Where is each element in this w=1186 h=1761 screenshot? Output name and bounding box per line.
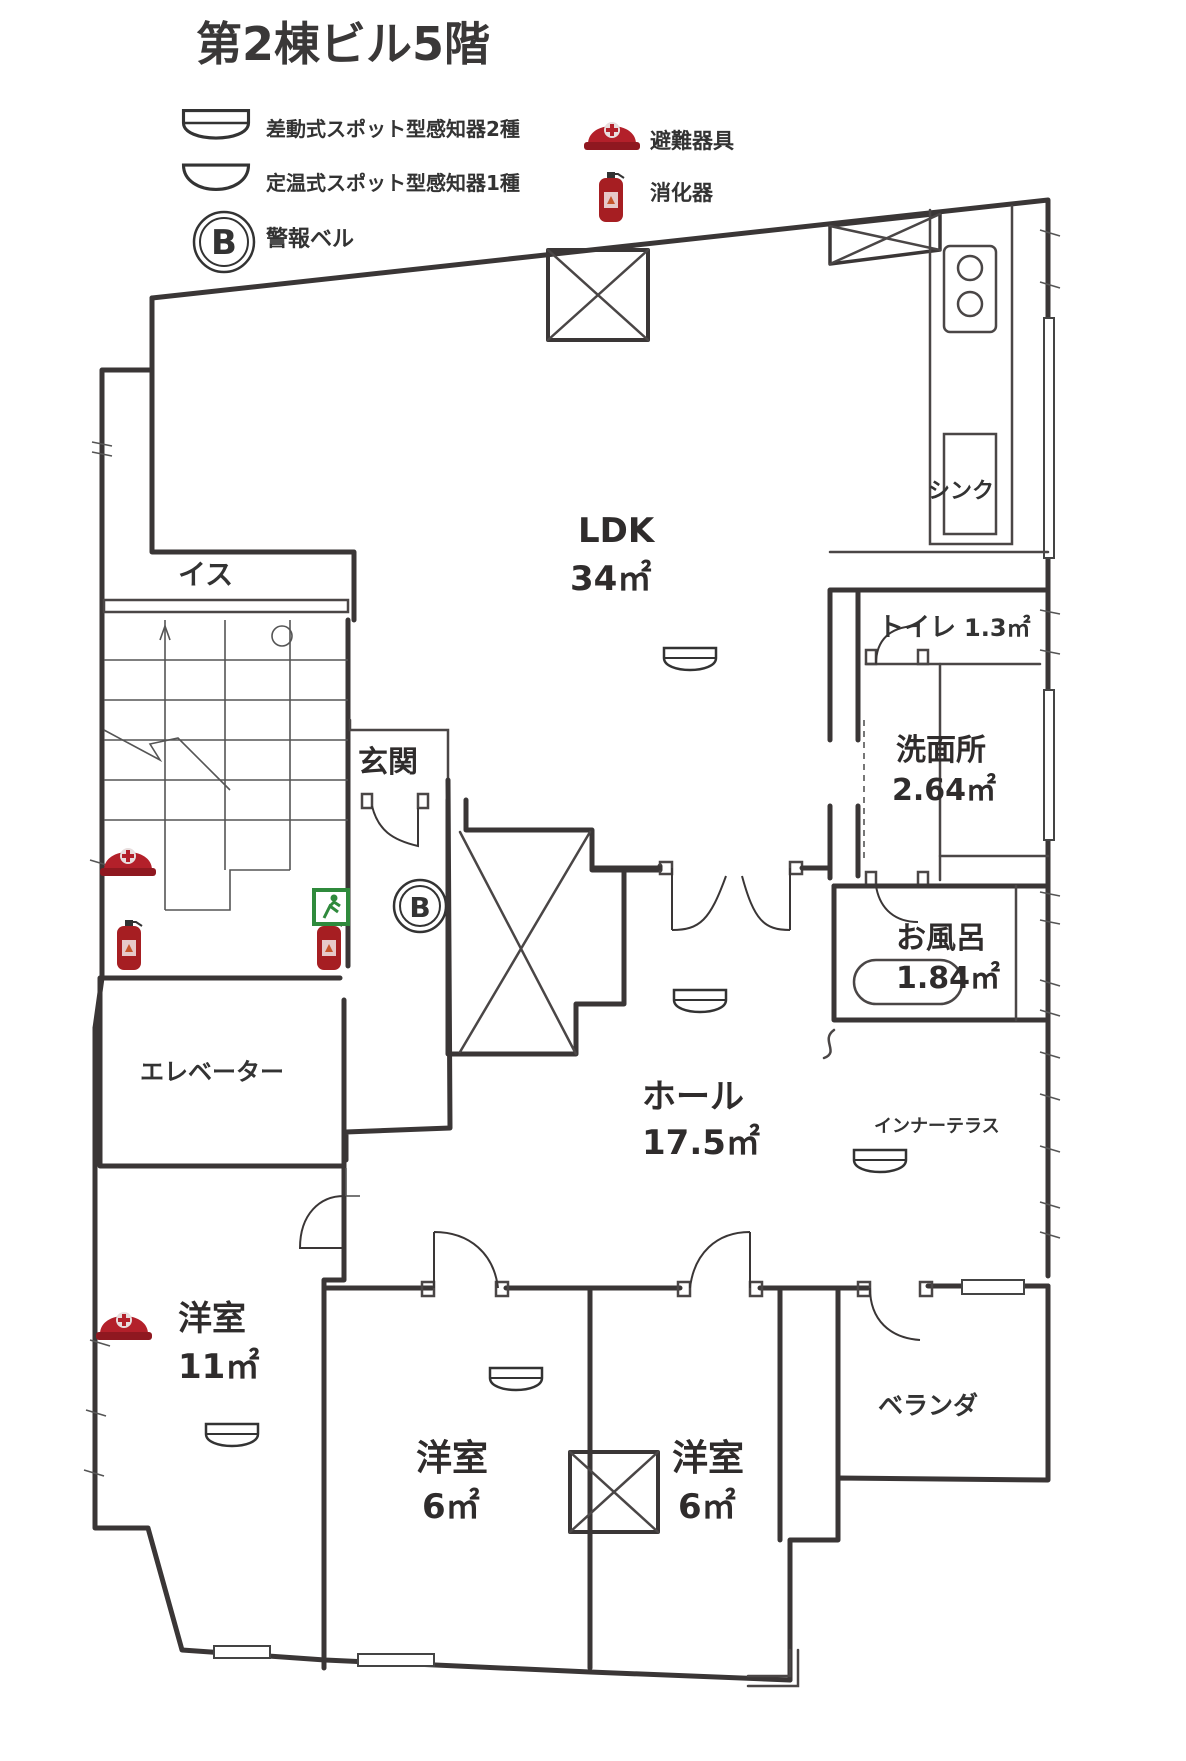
extinguisher-icon (116, 919, 143, 971)
window (1043, 689, 1055, 841)
bell-letter: B (211, 223, 237, 263)
helmet-icon (584, 122, 640, 150)
washroom-label: 洗面所 (896, 733, 986, 768)
hall-label: ホール (642, 1077, 744, 1117)
legend-extinguisher-label: 消化器 (650, 181, 714, 205)
detector-icon (672, 988, 728, 1014)
western-right-label: 洋室 (672, 1438, 744, 1479)
inner-terrace-label: インナーテラス (874, 1116, 1000, 1137)
western-mid-area: 6㎡ (422, 1487, 480, 1527)
ldk-label: LDK (578, 511, 656, 551)
window (1043, 317, 1055, 559)
sink-label: シンク (928, 479, 994, 504)
wall-ticks (83, 229, 1061, 1477)
central-shaft (445, 797, 663, 1057)
corner-post (746, 1648, 800, 1688)
bath-label: お風呂 (896, 921, 986, 956)
helmet-icon (100, 848, 156, 876)
detector-icon (852, 1148, 908, 1174)
window (213, 1645, 271, 1659)
western-left-area: 11㎡ (178, 1347, 259, 1387)
washroom-area: 2.64㎡ (892, 773, 996, 808)
legend: 差動式スポット型感知器2種 定温式スポット型感知器1種 B 警報ベル 避難器具 … (181, 108, 734, 274)
entrance-label: 玄関 (358, 745, 418, 780)
legend-escape-gear-label: 避難器具 (650, 129, 734, 153)
outer-walls (92, 197, 1051, 1683)
lower-walls (298, 1163, 1051, 1671)
bell-icon: B (192, 210, 256, 274)
western-left-label: 洋室 (178, 1299, 246, 1339)
bell-letter: B (409, 891, 430, 924)
hall-area: 17.5㎡ (642, 1123, 760, 1163)
toilet-label: トイレ (878, 613, 956, 643)
elevator: エレベーター (97, 975, 347, 1169)
chair-wall (149, 367, 357, 623)
bell-icon: B (392, 878, 448, 934)
ldk-doors (589, 857, 833, 931)
bath-area: 1.84㎡ (896, 961, 1000, 996)
detector-icon (488, 1366, 544, 1392)
top-shaft (546, 248, 650, 342)
entrance: 玄関 (343, 718, 453, 1163)
ldk-area: 34㎡ (570, 559, 651, 599)
kitchen-counter: シンク (828, 204, 1050, 554)
detector-icon (204, 1422, 260, 1448)
legend-bell-label: 警報ベル (265, 226, 354, 252)
wet-area: トイレ 1.3㎡ 洗面所 2.64㎡ お風呂 1.84㎡ (822, 587, 1051, 1060)
western-mid-label: 洋室 (416, 1438, 488, 1479)
chair-label: イス (178, 558, 233, 591)
toilet-area: 1.3㎡ (964, 614, 1031, 642)
extinguisher-icon (598, 171, 625, 223)
legend-fixed-detector-label: 定温式スポット型感知器1種 (266, 171, 520, 195)
exit-sign-icon (312, 888, 350, 926)
window (357, 1653, 435, 1667)
detector-icon (181, 108, 251, 140)
elevator-label: エレベーター (140, 1058, 284, 1086)
extinguisher-icon (316, 919, 343, 971)
legend-diff-detector-label: 差動式スポット型感知器2種 (266, 117, 520, 141)
plan-title: 第2棟ビル5階 (196, 17, 490, 71)
top-right-shaft (828, 212, 942, 266)
detector-icon (662, 646, 718, 672)
western-right-area: 6㎡ (678, 1487, 736, 1527)
staircase (102, 598, 351, 969)
detector-icon (181, 163, 251, 191)
helmet-icon (96, 1312, 152, 1340)
lower-shaft (568, 1450, 660, 1534)
veranda-label: ベランダ (878, 1391, 978, 1420)
